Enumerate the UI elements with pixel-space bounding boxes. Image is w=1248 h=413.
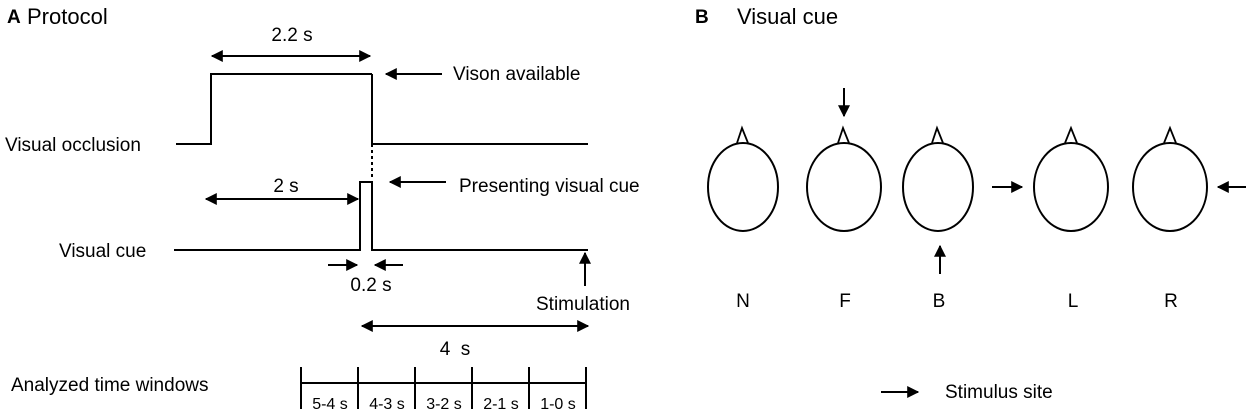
condition-label: B [933,291,946,312]
analyzed-windows-label: Analyzed time windows [11,375,208,396]
nose-icon [1163,125,1177,144]
head-f [806,88,882,232]
nose-icon [931,125,944,144]
panel-b-title: Visual cue [737,4,838,29]
time-window-label: 4-3 s [369,396,405,413]
head-b [902,125,974,274]
total-duration-label: 4 s [440,339,471,360]
presenting-cue-label: Presenting visual cue [459,176,640,197]
panel-a-title: Protocol [27,4,108,29]
condition-label: N [736,291,750,312]
pulse-width-label: 0.2 s [350,275,391,296]
head-outline [1033,142,1109,232]
time-window-label: 5-4 s [312,396,348,413]
vision-available-label: Vison available [453,64,580,85]
nose-icon [1064,125,1078,144]
head-outline [1132,142,1208,232]
head-l [992,125,1109,232]
condition-label: L [1068,291,1079,312]
nose-icon [837,125,850,144]
panel-a-letter: A [7,7,21,28]
head-r [1132,125,1246,232]
condition-label: R [1164,291,1178,312]
stimulation-label: Stimulation [536,294,630,315]
cue-delay-label: 2 s [273,176,298,197]
legend-label: Stimulus site [945,382,1053,403]
time-window-label: 3-2 s [426,396,462,413]
occlusion-trace-on [176,73,372,145]
head-outline [902,142,974,232]
panel-b-letter: B [695,7,709,28]
head-outline [806,142,882,232]
visual-occlusion-row-label: Visual occlusion [5,135,141,156]
occlusion-duration-label: 2.2 s [271,25,312,46]
head-n [707,125,779,232]
condition-label: F [839,291,851,312]
nose-icon [736,125,749,144]
panel-a: A Protocol 2.2 s Vison available Visual … [5,4,640,413]
visual-cue-row-label: Visual cue [59,241,146,262]
time-window-label: 2-1 s [483,396,519,413]
visual-cue-trace [174,181,588,251]
panel-b: B Visual cue [695,4,1246,403]
head-outline [707,142,779,232]
time-window-label: 1-0 s [540,396,576,413]
